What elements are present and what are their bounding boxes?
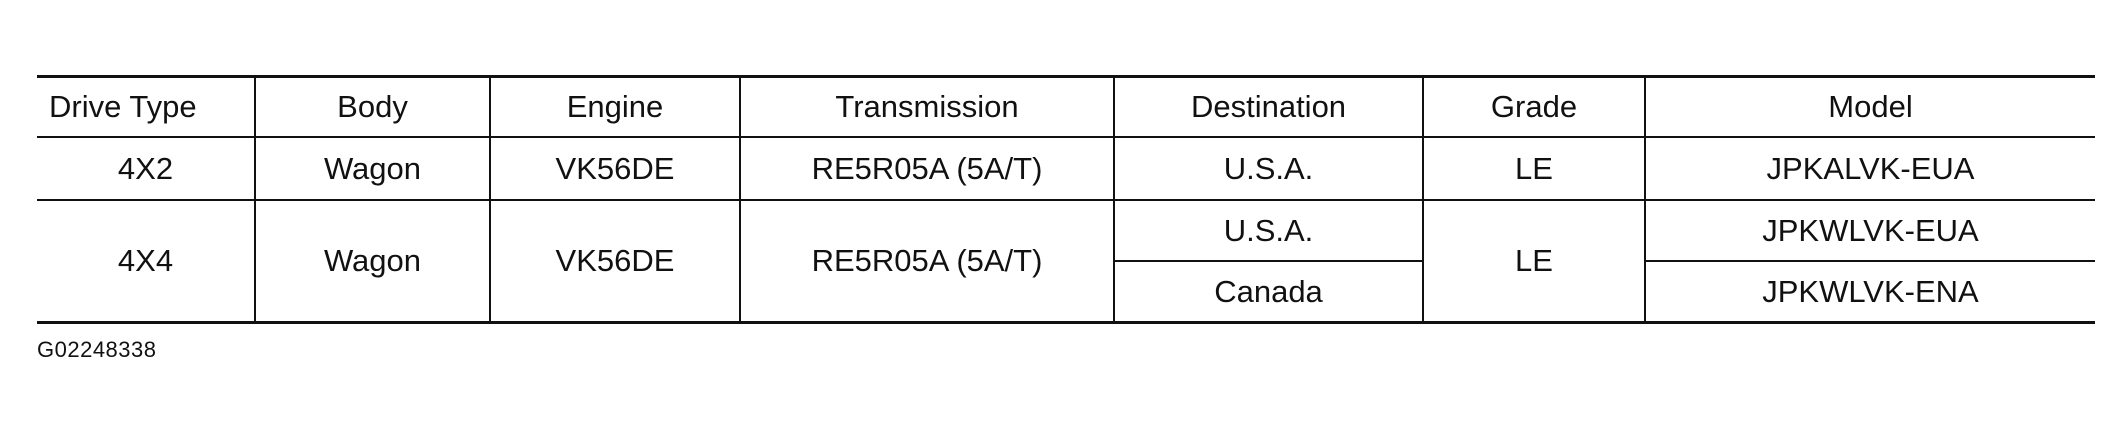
table-row: 4X2 Wagon VK56DE RE5R05A (5A/T) U.S.A. L… [37, 136, 2095, 200]
vehicle-identification-table: Drive Type Body Engine Transmission Dest… [37, 75, 2095, 324]
destination-cell: U.S.A. [1113, 136, 1423, 200]
engine-cell: VK56DE [489, 199, 740, 323]
destination-cell: Canada [1113, 260, 1423, 323]
header-destination: Destination [1113, 76, 1423, 137]
header-transmission: Transmission [739, 76, 1114, 137]
grade-cell: LE [1422, 199, 1645, 323]
table-header-row: Drive Type Body Engine Transmission Dest… [37, 76, 2095, 137]
table-row: 4X4 Wagon VK56DE RE5R05A (5A/T) U.S.A. L… [37, 199, 2095, 323]
table-row: Canada JPKWLVK-ENA [37, 260, 2095, 323]
header-engine: Engine [489, 76, 740, 137]
body-cell: Wagon [254, 136, 490, 200]
transmission-cell: RE5R05A (5A/T) [739, 199, 1114, 323]
figure-code: G02248338 [37, 337, 157, 362]
drive-type-cell: 4X2 [37, 136, 255, 200]
model-cell: JPKWLVK-EUA [1644, 199, 2095, 261]
header-body: Body [254, 76, 490, 137]
model-cell: JPKALVK-EUA [1644, 136, 2095, 200]
grade-cell: LE [1422, 136, 1645, 200]
header-drive-type: Drive Type [49, 89, 197, 124]
header-grade: Grade [1422, 76, 1645, 137]
drive-type-cell: 4X4 [37, 199, 255, 323]
destination-cell: U.S.A. [1113, 199, 1423, 261]
transmission-cell: RE5R05A (5A/T) [739, 136, 1114, 200]
header-model: Model [1644, 76, 2095, 137]
body-cell: Wagon [254, 199, 490, 323]
model-cell: JPKWLVK-ENA [1644, 260, 2095, 323]
engine-cell: VK56DE [489, 136, 740, 200]
